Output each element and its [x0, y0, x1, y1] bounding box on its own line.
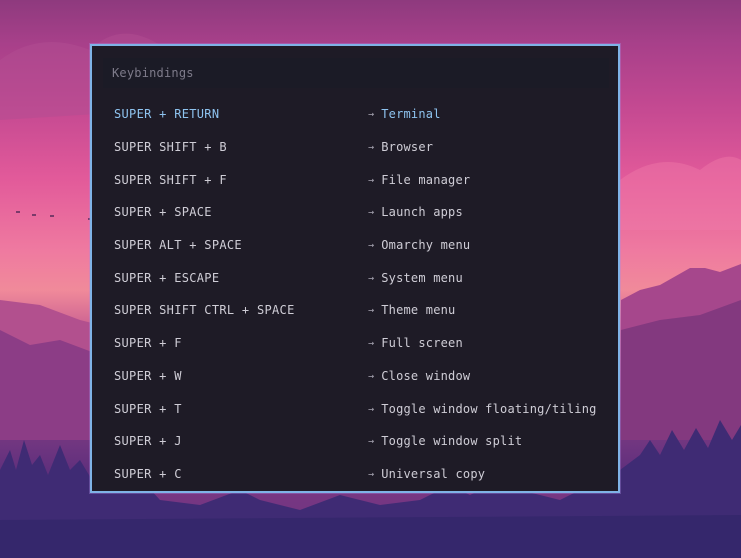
arrow-right-icon: → [368, 240, 375, 252]
shortcut-action: → Browser [368, 140, 433, 154]
shortcut-action: → Theme menu [368, 303, 455, 317]
shortcut-action: → Toggle window split [368, 434, 522, 448]
list-item[interactable]: SUPER SHIFT + F → File manager [92, 163, 618, 196]
birds-silhouette [16, 211, 91, 220]
arrow-right-icon: → [368, 207, 375, 219]
action-label: Close window [381, 368, 471, 383]
shortcut-keys: SUPER SHIFT + F [114, 172, 227, 187]
shortcut-action: → Full screen [368, 336, 463, 350]
list-item[interactable]: SUPER + SPACE → Launch apps [92, 196, 618, 229]
action-label: File manager [381, 172, 471, 187]
shortcut-keys: SUPER SHIFT + B [114, 140, 227, 155]
arrow-right-icon: → [368, 305, 375, 317]
shortcut-keys: SUPER + W [114, 368, 182, 383]
shortcut-action: → System menu [368, 271, 463, 285]
window-title: Keybindings [112, 66, 194, 80]
shortcut-action: → File manager [368, 173, 470, 187]
shortcut-keys: SUPER ALT + SPACE [114, 238, 242, 253]
shortcut-keys: SUPER + T [114, 401, 182, 416]
shortcut-action: → Close window [368, 369, 470, 383]
list-item[interactable]: SUPER + C → Universal copy [92, 458, 618, 491]
arrow-right-icon: → [368, 468, 375, 480]
list-item[interactable]: SUPER + F → Full screen [92, 327, 618, 360]
action-label: Theme menu [381, 303, 456, 318]
shortcut-action: → Omarchy menu [368, 238, 470, 252]
action-label: Browser [381, 140, 434, 155]
forest-foreground [0, 515, 741, 558]
list-item[interactable]: SUPER + J → Toggle window split [92, 425, 618, 458]
arrow-right-icon: → [368, 272, 375, 284]
mid-mountains [621, 300, 741, 440]
list-item[interactable]: SUPER + RETURN → Terminal [92, 98, 618, 131]
list-item[interactable]: SUPER + W → Close window [92, 360, 618, 393]
action-label: Universal copy [381, 466, 486, 481]
arrow-right-icon: → [368, 174, 375, 186]
mid-mountains [0, 330, 100, 440]
arrow-right-icon: → [368, 338, 375, 350]
shortcut-keys: SUPER + F [114, 336, 182, 351]
list-item[interactable]: SUPER SHIFT + B → Browser [92, 131, 618, 164]
shortcut-keys: SUPER + J [114, 434, 182, 449]
arrow-right-icon: → [368, 403, 375, 415]
list-item[interactable]: SUPER ALT + SPACE → Omarchy menu [92, 229, 618, 262]
shortcut-action: → Launch apps [368, 205, 463, 219]
keybindings-window: Keybindings SUPER + RETURN → Terminal SUP… [90, 44, 620, 493]
shortcut-keys: SUPER + ESCAPE [114, 270, 220, 285]
shortcut-keys: SUPER + C [114, 466, 182, 481]
shortcut-keys: SUPER + SPACE [114, 205, 212, 220]
arrow-right-icon: → [368, 436, 375, 448]
shortcut-action: → Terminal [368, 107, 441, 121]
action-label: Omarchy menu [381, 238, 471, 253]
action-label: Full screen [381, 336, 463, 351]
action-label: Terminal [381, 107, 441, 122]
action-label: Launch apps [381, 205, 463, 220]
action-label: System menu [381, 270, 463, 285]
shortcut-action: → Universal copy [368, 467, 485, 481]
shortcut-keys: SUPER + RETURN [114, 107, 220, 122]
list-item[interactable]: SUPER + T → Toggle window floating/tiling [92, 392, 618, 425]
cloud-shape [620, 156, 741, 230]
shortcut-keys: SUPER SHIFT CTRL + SPACE [114, 303, 295, 318]
list-item[interactable]: SUPER SHIFT CTRL + SPACE → Theme menu [92, 294, 618, 327]
action-label: Toggle window split [381, 434, 523, 449]
window-header: Keybindings [103, 58, 609, 88]
arrow-right-icon: → [368, 370, 375, 382]
action-label: Toggle window floating/tiling [381, 401, 597, 416]
shortcut-action: → Toggle window floating/tiling [368, 402, 597, 416]
arrow-right-icon: → [368, 142, 375, 154]
list-item[interactable]: SUPER + ESCAPE → System menu [92, 261, 618, 294]
arrow-right-icon: → [368, 109, 375, 121]
keybindings-list: SUPER + RETURN → Terminal SUPER SHIFT + B… [92, 98, 618, 490]
